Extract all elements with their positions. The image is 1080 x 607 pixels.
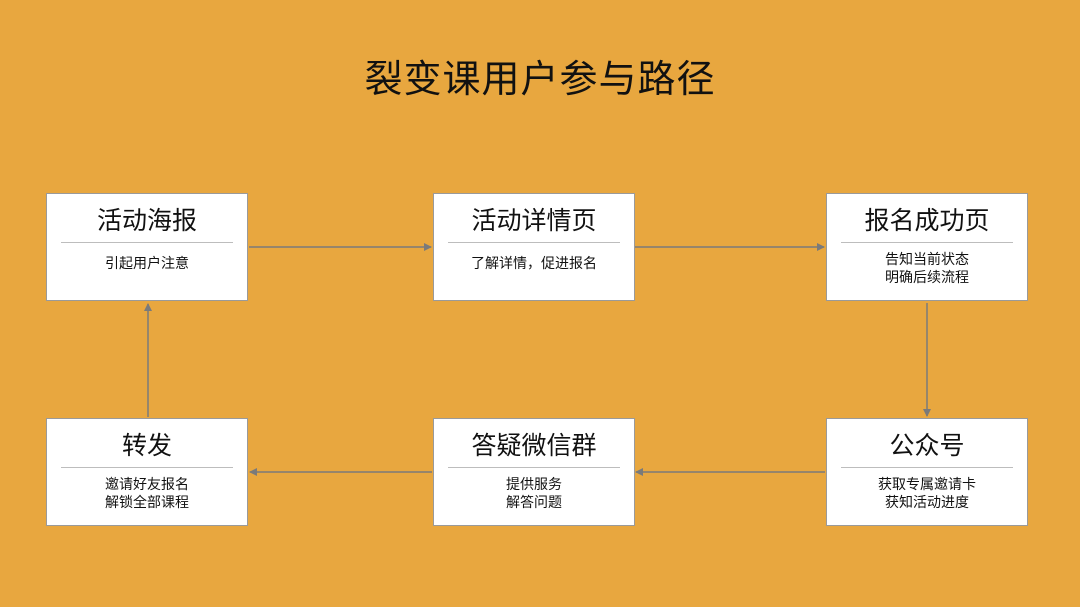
node-desc-line: 提供服务 — [506, 477, 562, 493]
node-divider — [61, 242, 233, 243]
node-divider — [841, 467, 1013, 468]
diagram-title: 裂变课用户参与路径 — [364, 57, 716, 101]
node-desc-line: 明确后续流程 — [885, 270, 969, 286]
node-description: 获取专属邀请卡 获知活动进度 — [827, 476, 1027, 512]
node-desc-line: 获取专属邀请卡 — [878, 477, 976, 493]
node-description: 邀请好友报名 解锁全部课程 — [47, 476, 247, 512]
node-desc-line: 邀请好友报名 — [105, 477, 189, 493]
node-desc-line: 了解详情，促进报名 — [471, 256, 597, 272]
node-description: 告知当前状态 明确后续流程 — [827, 251, 1027, 287]
node-desc-line: 引起用户注意 — [105, 256, 189, 272]
node-title: 转发 — [121, 431, 172, 460]
node-title: 答疑微信群 — [471, 431, 597, 460]
node-description: 了解详情，促进报名 — [434, 255, 634, 273]
node-activity-detail-page: 活动详情页 了解详情，促进报名 — [433, 193, 635, 301]
node-divider — [841, 242, 1013, 243]
node-activity-poster: 活动海报 引起用户注意 — [46, 193, 248, 301]
node-desc-line: 解锁全部课程 — [105, 495, 189, 511]
node-desc-line: 获知活动进度 — [885, 495, 969, 511]
node-divider — [61, 467, 233, 468]
node-desc-line: 告知当前状态 — [885, 252, 969, 268]
node-share: 转发 邀请好友报名 解锁全部课程 — [46, 418, 248, 526]
node-divider — [448, 242, 620, 243]
node-signup-success-page: 报名成功页 告知当前状态 明确后续流程 — [826, 193, 1028, 301]
node-qa-wechat-group: 答疑微信群 提供服务 解答问题 — [433, 418, 635, 526]
node-title: 公众号 — [889, 431, 965, 460]
node-official-account: 公众号 获取专属邀请卡 获知活动进度 — [826, 418, 1028, 526]
node-description: 引起用户注意 — [47, 255, 247, 273]
node-desc-line: 解答问题 — [506, 495, 562, 511]
node-title: 活动海报 — [96, 206, 197, 235]
node-description: 提供服务 解答问题 — [434, 476, 634, 512]
node-title: 活动详情页 — [471, 206, 597, 235]
node-divider — [448, 467, 620, 468]
node-title: 报名成功页 — [864, 206, 990, 235]
